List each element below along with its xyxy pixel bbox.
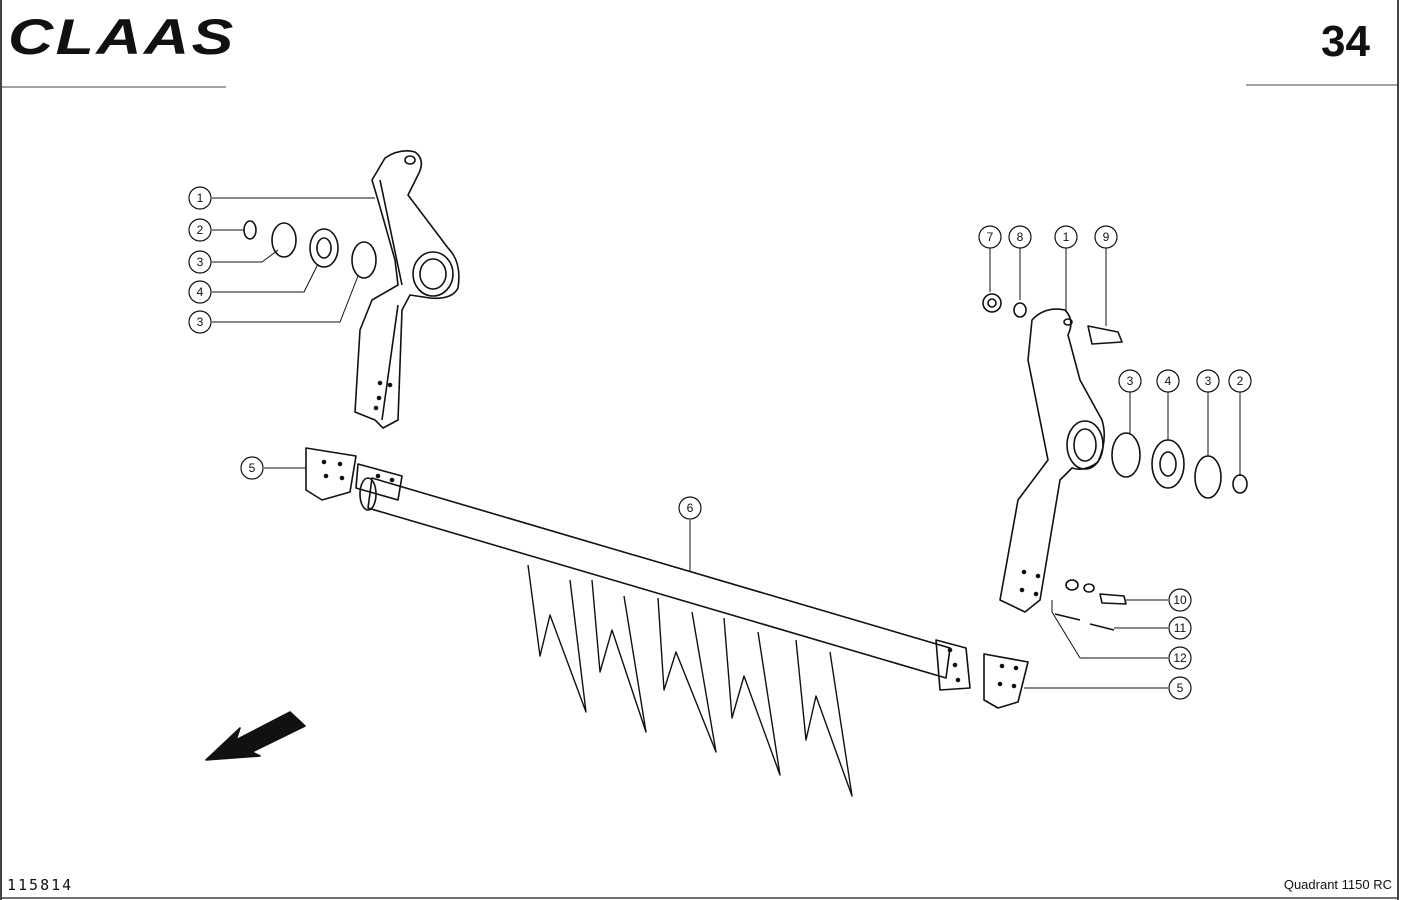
callout-4: 4 <box>197 285 204 299</box>
callout-10: 10 <box>1173 593 1187 607</box>
callout-9: 9 <box>1103 230 1110 244</box>
tine-tube <box>355 463 971 691</box>
callout-3b: 3 <box>197 315 204 329</box>
callout-3c: 3 <box>1127 374 1134 388</box>
callout-2: 2 <box>197 223 204 237</box>
callout-7: 7 <box>987 230 994 244</box>
page-number: 34 <box>1321 17 1370 66</box>
right-pickup-arm <box>999 308 1106 613</box>
callout-5: 5 <box>249 461 256 475</box>
callout-2b: 2 <box>1237 374 1244 388</box>
callout-11: 11 <box>1174 621 1187 635</box>
left-bearing-parts <box>243 220 377 279</box>
callout-circles <box>188 186 1252 700</box>
leader-lines <box>212 197 1241 689</box>
callout-6: 6 <box>687 501 694 515</box>
drawing-number: 115814 <box>7 876 74 894</box>
left-pickup-arm <box>354 150 460 429</box>
tines <box>527 564 853 797</box>
model-name: Quadrant 1150 RC <box>1283 877 1392 892</box>
callout-5b: 5 <box>1177 681 1184 695</box>
callout-3: 3 <box>197 255 204 269</box>
callout-8: 8 <box>1017 230 1024 244</box>
right-bearing-parts <box>982 293 1248 631</box>
mounting-plates <box>305 447 1029 709</box>
claas-logo: CLAAS <box>8 9 236 65</box>
callout-1b: 1 <box>1063 230 1070 244</box>
callout-3d: 3 <box>1205 374 1212 388</box>
direction-arrow <box>205 711 306 761</box>
callout-12: 12 <box>1173 651 1187 665</box>
callout-labels: 1 2 3 4 3 5 6 7 8 1 9 3 4 3 2 10 11 12 5 <box>197 191 1244 695</box>
callout-1: 1 <box>197 191 204 205</box>
callout-4b: 4 <box>1165 374 1172 388</box>
